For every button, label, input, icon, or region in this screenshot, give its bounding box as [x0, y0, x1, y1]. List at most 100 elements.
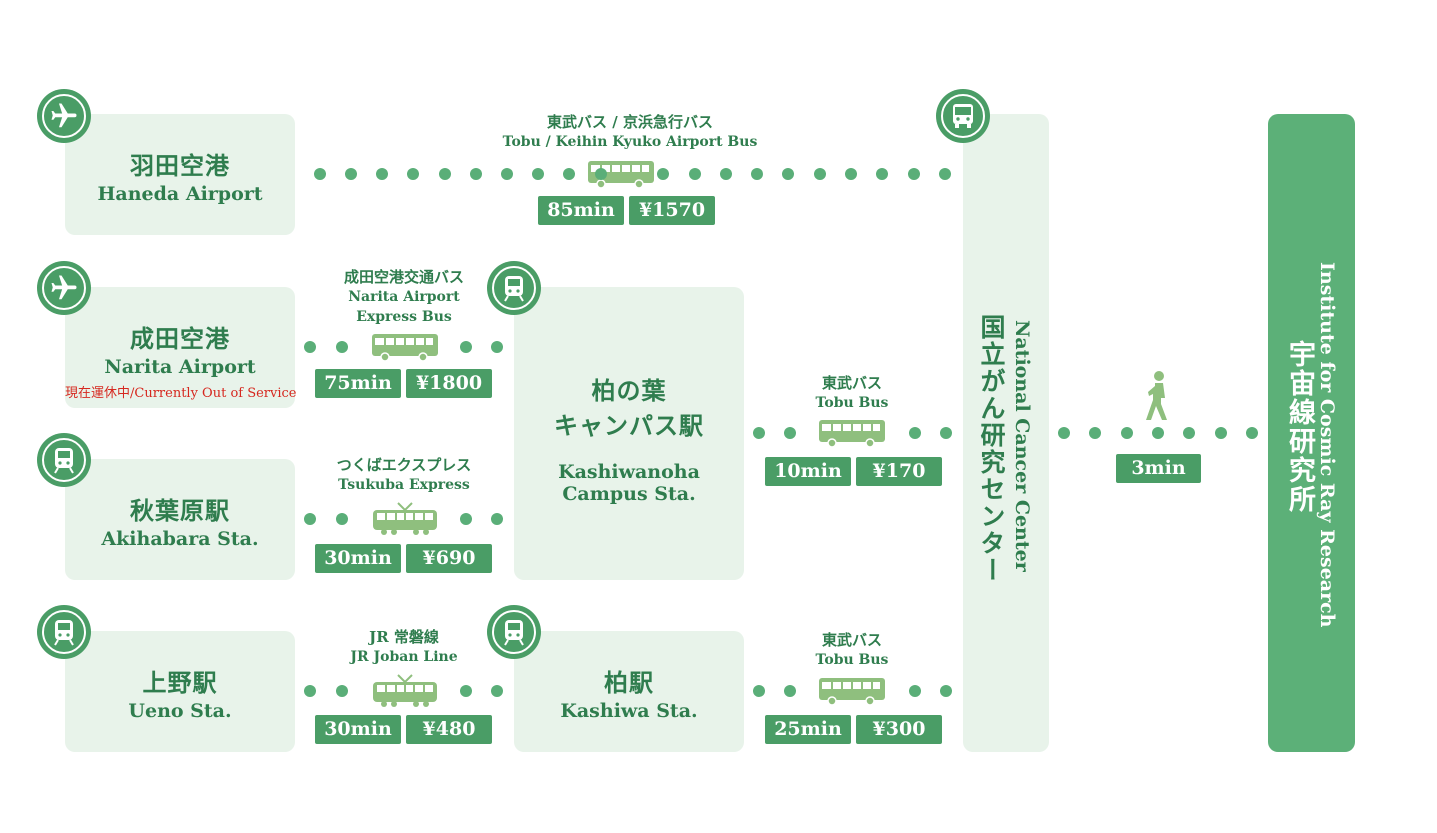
route-dot: [460, 685, 472, 697]
route-dot: [314, 168, 326, 180]
fare-tag: ¥1800: [406, 369, 492, 398]
route-dot: [1246, 427, 1258, 439]
station-akihabara: 秋葉原駅 Akihabara Sta.: [65, 459, 295, 580]
fare-tag: ¥480: [406, 715, 492, 744]
route-dot: [908, 168, 920, 180]
route-dot: [491, 513, 503, 525]
route-name-en: JR Joban Line: [350, 649, 458, 665]
route-dot: [753, 685, 765, 697]
station-name-jp: 成田空港: [130, 324, 230, 353]
destination-name-jp: 宇宙線研究所: [1284, 340, 1315, 514]
time-tag: 10min: [765, 457, 851, 486]
time-tag: 30min: [315, 544, 401, 573]
route-name-en: Tobu Bus: [815, 652, 889, 668]
route-label-narita: 成田空港交通バス Narita Airport Express Bus: [304, 267, 504, 327]
route-dot: [939, 168, 951, 180]
route-dot: [909, 685, 921, 697]
route-name-jp: 東武バス: [821, 374, 882, 392]
route-label-haneda: 東武バス / 京浜急行バス Tobu / Keihin Kyuko Airpor…: [460, 112, 800, 152]
route-dot: [595, 168, 607, 180]
route-dot: [814, 168, 826, 180]
route-name-jp: 東武バス / 京浜急行バス: [547, 113, 713, 131]
route-name-jp: つくばエクスプレス: [336, 456, 472, 474]
route-name-en-1: Narita Airport: [348, 289, 460, 305]
route-dot: [1152, 427, 1164, 439]
route-dot: [909, 427, 921, 439]
route-dot: [845, 168, 857, 180]
route-dot: [1089, 427, 1101, 439]
route-dot: [501, 168, 513, 180]
route-dot: [345, 168, 357, 180]
airplane-icon: [37, 261, 91, 315]
station-name-en: National Cancer Center: [1011, 320, 1033, 572]
route-dot: [753, 427, 765, 439]
route-dot: [1183, 427, 1195, 439]
route-dot: [784, 685, 796, 697]
route-dot: [876, 168, 888, 180]
route-dot: [304, 513, 316, 525]
fare-tag: ¥170: [856, 457, 942, 486]
station-name-jp: 国立がん研究センター: [977, 314, 1006, 584]
station-name-en: Narita Airport: [104, 356, 256, 378]
station-name-en: Akihabara Sta.: [101, 528, 259, 550]
time-tag: 30min: [315, 715, 401, 744]
station-national-cancer-center: 国立がん研究センター National Cancer Center: [963, 114, 1049, 752]
route-dot: [470, 168, 482, 180]
route-dot: [407, 168, 419, 180]
time-tag: 3min: [1116, 454, 1201, 483]
route-name-en: Tobu Bus: [815, 395, 889, 411]
destination-icrr: Institute for Cosmic Ray Research 宇宙線研究所: [1268, 114, 1355, 752]
station-name-en: Kashiwa Sta.: [560, 700, 698, 722]
train-icon: [373, 502, 437, 535]
station-ueno: 上野駅 Ueno Sta.: [65, 631, 295, 752]
destination-name-en: Institute for Cosmic Ray Research: [1316, 262, 1338, 628]
route-label-kashiwanoha: 東武バス Tobu Bus: [752, 373, 952, 413]
train-icon: [487, 605, 541, 659]
route-name-en: Tobu / Keihin Kyuko Airport Bus: [502, 134, 758, 150]
route-dot: [304, 685, 316, 697]
route-dot: [439, 168, 451, 180]
station-kashiwa: 柏駅 Kashiwa Sta.: [514, 631, 744, 752]
route-dot: [657, 168, 669, 180]
station-name-en: Haneda Airport: [97, 183, 263, 205]
route-dot: [563, 168, 575, 180]
walking-person-icon: [1146, 371, 1167, 420]
fare-tag: ¥300: [856, 715, 942, 744]
train-icon: [37, 605, 91, 659]
bus-icon: [372, 334, 438, 362]
route-dot: [1058, 427, 1070, 439]
time-tag: 85min: [538, 196, 624, 225]
fare-tag: ¥1570: [629, 196, 715, 225]
route-name-jp: JR 常磐線: [369, 628, 439, 646]
route-dot: [304, 341, 316, 353]
time-tag: 75min: [315, 369, 401, 398]
station-name-en-2: Campus Sta.: [562, 483, 696, 505]
train-icon: [487, 261, 541, 315]
route-label-akihabara: つくばエクスプレス Tsukuba Express: [304, 455, 504, 495]
route-dot: [491, 341, 503, 353]
train-icon: [373, 674, 437, 707]
route-name-en-2: Express Bus: [356, 309, 452, 325]
bus-icon: [819, 420, 885, 448]
route-dot: [720, 168, 732, 180]
route-dot: [376, 168, 388, 180]
station-name-jp: 柏駅: [604, 668, 654, 697]
route-dot: [751, 168, 763, 180]
station-name-en: Ueno Sta.: [128, 700, 232, 722]
route-dot: [784, 427, 796, 439]
time-tag: 25min: [765, 715, 851, 744]
station-narita: 成田空港 Narita Airport 現在運休中/Currently Out …: [65, 287, 297, 408]
bus-icon: [819, 678, 885, 706]
route-label-kashiwa: 東武バス Tobu Bus: [752, 630, 952, 670]
route-dot: [689, 168, 701, 180]
station-name-en-1: Kashiwanoha: [558, 461, 700, 483]
route-name-jp: 成田空港交通バス: [343, 268, 464, 286]
station-name-jp-1: 柏の葉: [591, 376, 667, 405]
route-dot: [460, 341, 472, 353]
airplane-icon: [37, 89, 91, 143]
route-dot: [940, 427, 952, 439]
route-dot: [1215, 427, 1227, 439]
station-name-jp-2: キャンパス駅: [554, 411, 704, 440]
fare-tag: ¥690: [406, 544, 492, 573]
route-dot: [1121, 427, 1133, 439]
